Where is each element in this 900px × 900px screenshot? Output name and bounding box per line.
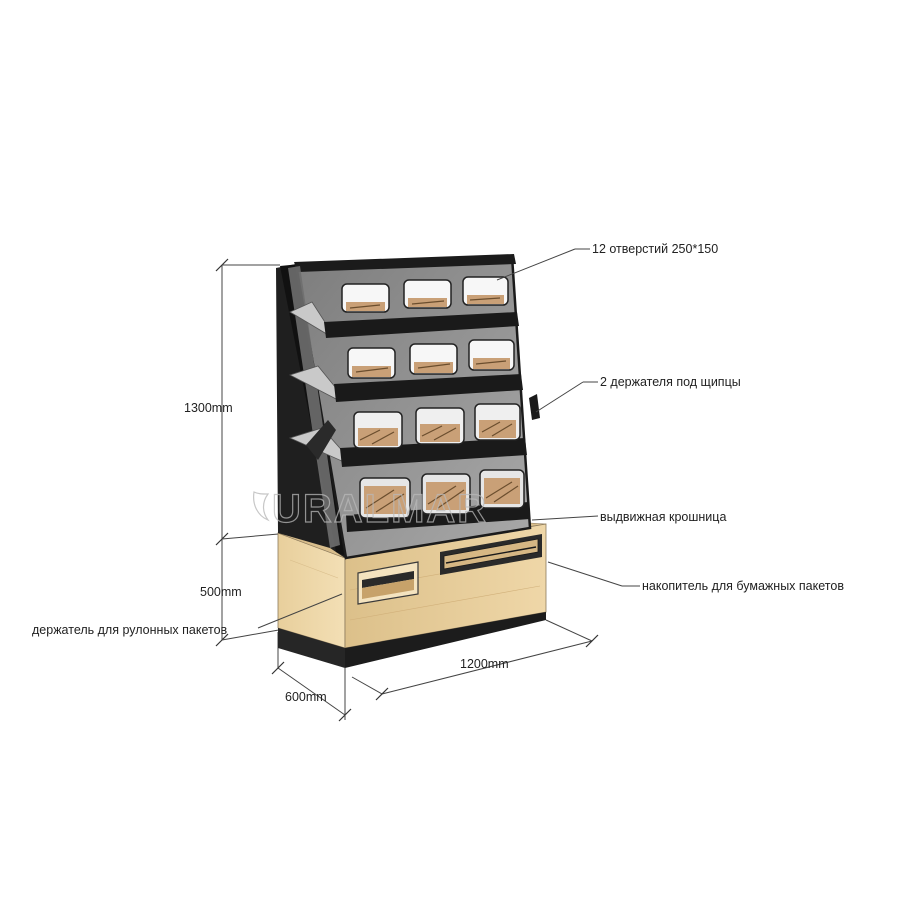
paper-bag-storage-label: накопитель для бумажных пакетов bbox=[642, 579, 844, 593]
opening bbox=[409, 343, 458, 375]
roll-bag-holder-label: держатель для рулонных пакетов bbox=[32, 623, 228, 637]
crumb-tray-label: выдвижная крошница bbox=[600, 510, 726, 524]
opening bbox=[474, 403, 521, 441]
opening bbox=[353, 411, 403, 449]
depth-label: 600mm bbox=[285, 690, 327, 704]
paper-bag-slot bbox=[440, 534, 542, 575]
tong-holder-right bbox=[529, 394, 540, 420]
width-label: 1200mm bbox=[460, 657, 509, 671]
tray-slats bbox=[349, 297, 519, 513]
row-bands bbox=[324, 312, 530, 532]
opening bbox=[403, 279, 452, 309]
tong-holders-label: 2 держателя под щипцы bbox=[600, 375, 741, 389]
opening bbox=[462, 276, 509, 306]
openings-label: 12 отверстий 250*150 bbox=[592, 242, 718, 256]
openings-grid bbox=[341, 276, 525, 519]
opening bbox=[347, 347, 396, 379]
watermark-text: URALMAR bbox=[272, 487, 488, 531]
roll-bag-holder-opening bbox=[357, 561, 419, 605]
opening bbox=[341, 283, 390, 313]
opening bbox=[359, 477, 411, 519]
watermark: URALMAR bbox=[253, 486, 488, 532]
labels: 12 отверстий 250*150 2 держателя под щип… bbox=[32, 242, 844, 704]
opening bbox=[479, 469, 525, 509]
opening bbox=[421, 473, 471, 515]
opening bbox=[468, 339, 515, 371]
leader-lines bbox=[257, 248, 640, 629]
dimension-lines bbox=[215, 258, 599, 722]
height-top-label: 1300mm bbox=[184, 401, 233, 415]
height-base-label: 500mm bbox=[200, 585, 242, 599]
leaf-mark-icon bbox=[253, 491, 270, 522]
opening bbox=[415, 407, 465, 445]
